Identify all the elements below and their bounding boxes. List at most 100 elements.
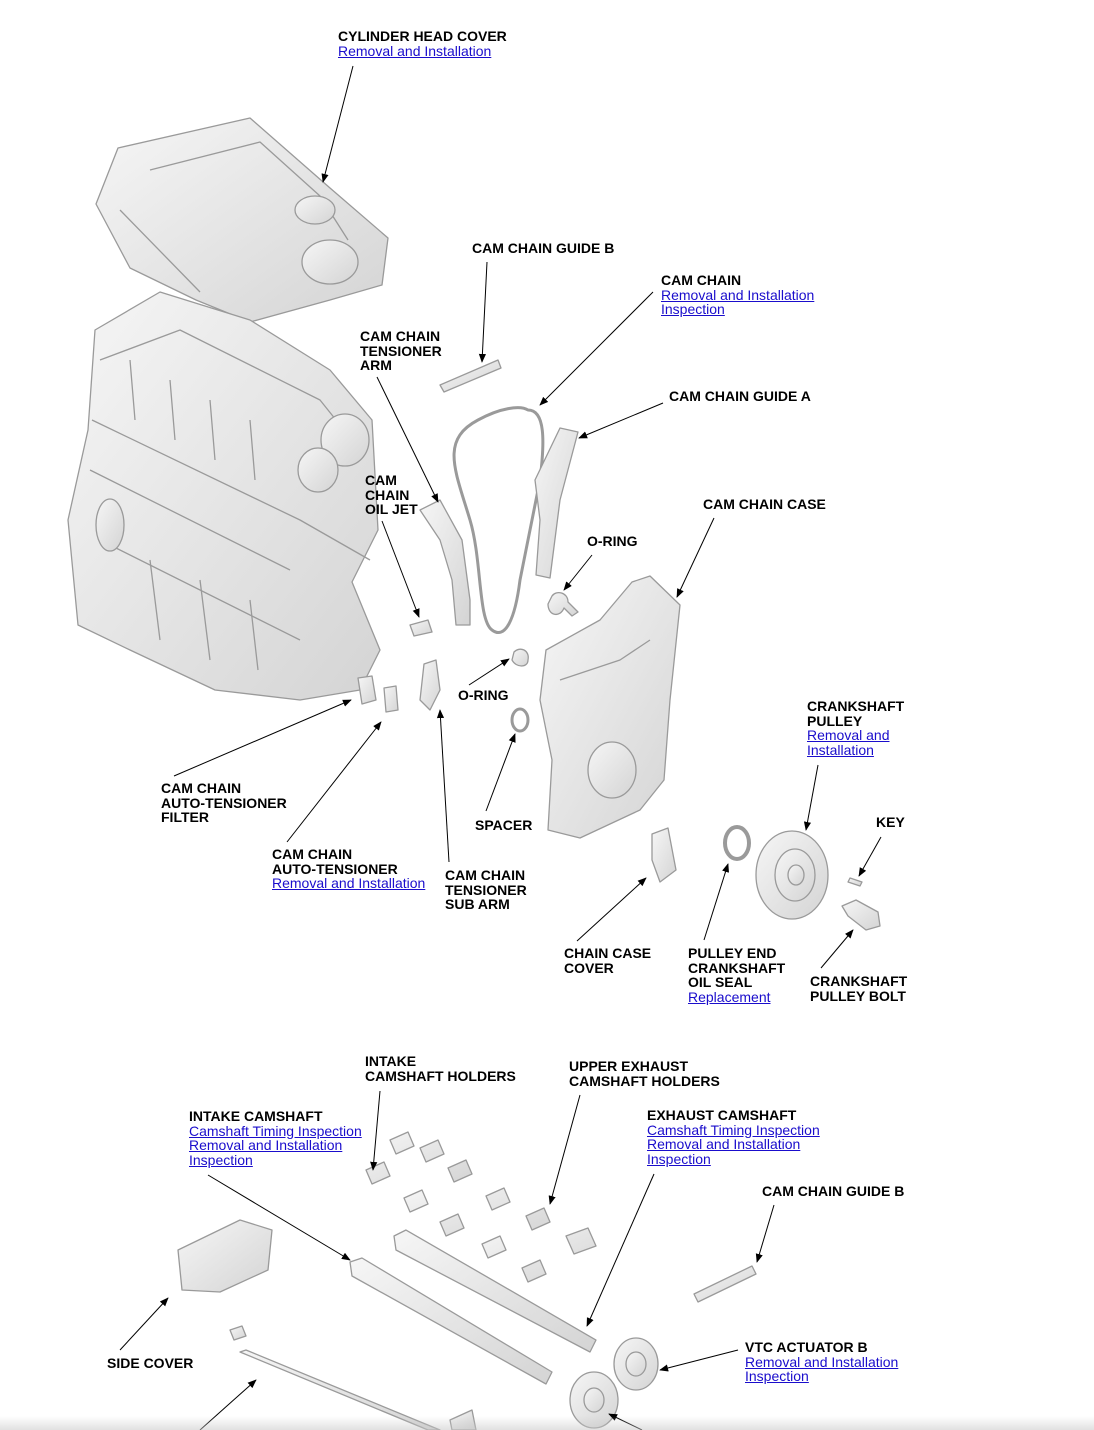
part-name: CRANKSHAFT PULLEY [807,698,905,729]
side-cover-part [177,1219,273,1293]
crankshaft-pulley-bolt-part [841,899,881,931]
part-name: CAM CHAIN AUTO-TENSIONER FILTER [161,780,287,825]
leader-o-ring-lower [468,658,510,686]
procedure-link[interactable]: Removal and Installation [647,1136,801,1152]
part-name: SPACER [475,817,533,833]
label-cam-chain-oil-jet: CAM CHAIN OIL JET [365,473,418,517]
cam-chain-oil-jet-part [409,619,433,637]
label-side-cover: SIDE COVER [107,1356,193,1371]
cam-chain-case-part [539,575,681,839]
procedure-link[interactable]: Inspection [745,1368,809,1384]
procedure-link[interactable]: Camshaft Timing Inspection [647,1121,820,1138]
key-part [847,877,863,887]
leader-auto-tensioner [286,721,382,843]
crankshaft-pulley-part [755,830,829,920]
procedure-link[interactable]: Removal and Installation [338,42,492,59]
side-cover-gasket-part [229,1325,247,1341]
label-chain-case-cover: CHAIN CASE COVER [564,946,651,975]
label-crankshaft-pulley-bolt: CRANKSHAFT PULLEY BOLT [810,974,907,1003]
label-upper-exhaust-camshaft-holders: UPPER EXHAUST CAMSHAFT HOLDERS [569,1059,720,1088]
part-name: INTAKE CAMSHAFT HOLDERS [365,1053,516,1084]
leader-cam-chain [539,291,654,406]
cam-chain-auto-tensioner-part [383,685,399,713]
leader-cylinder-head-cover [321,65,354,183]
leader-key [858,836,882,877]
leader-spacer [485,733,516,812]
leader-filter [173,699,352,777]
chain-case-cover-part [651,827,677,883]
label-intake-camshaft-holders: INTAKE CAMSHAFT HOLDERS [365,1054,516,1083]
procedure-link[interactable]: Replacement [688,988,771,1005]
part-name: UPPER EXHAUST CAMSHAFT HOLDERS [569,1058,720,1089]
part-name: CAM CHAIN [661,272,742,288]
part-name: CAM CHAIN CASE [703,496,826,512]
o-ring-lower-part [511,648,529,667]
o-ring-upper-part [547,591,579,617]
procedure-link[interactable]: Inspection [189,1151,253,1168]
procedure-link[interactable]: Installation [807,741,874,758]
part-name: SIDE COVER [107,1355,194,1371]
part-name: INTAKE CAMSHAFT [189,1108,323,1124]
leader-intake-camshaft [207,1174,351,1261]
cam-chain-auto-tensioner-filter-part [357,675,377,705]
leader-sub-arm [436,709,450,863]
cam-chain-tensioner-sub-arm-part [419,659,441,711]
procedure-link[interactable]: Removal and [807,727,890,743]
leader-crankshaft-pulley [803,764,819,831]
procedure-link[interactable]: Removal and Installation [661,286,815,303]
engine-block-part [67,291,381,701]
procedure-link[interactable]: Removal and Installation [189,1137,343,1153]
camshaft-holders-part [365,1131,597,1283]
part-name: CAM CHAIN GUIDE B [762,1183,905,1199]
cam-chain-tensioner-arm-part [419,499,471,626]
leader-pulley-bolt [820,929,854,969]
part-name: CAM CHAIN AUTO-TENSIONER [272,846,398,877]
procedure-link[interactable]: Removal and Installation [745,1353,899,1370]
part-name: CAM CHAIN GUIDE A [669,388,811,404]
leader-intake-camshaft-holders [370,1090,381,1171]
spacer-part [510,707,530,733]
procedure-link[interactable]: Camshaft Timing Inspection [189,1122,362,1139]
label-key: KEY [876,815,905,830]
part-name: PULLEY END CRANKSHAFT OIL SEAL [688,945,786,990]
part-name: CAM CHAIN TENSIONER ARM [360,328,442,373]
leader-o-ring-upper [563,554,593,591]
leader-cam-chain-tensioner-arm [376,376,439,503]
part-name: CRANKSHAFT PULLEY BOLT [810,973,908,1004]
leader-cam-chain-guide-b-bottom [755,1204,775,1263]
label-o-ring-lower: O-RING [458,688,509,703]
label-cam-chain-auto-tensioner-filter: CAM CHAIN AUTO-TENSIONER FILTER [161,781,287,825]
part-name: CHAIN CASE COVER [564,945,652,976]
label-spacer: SPACER [475,818,532,833]
bottom-edge-fade [0,1416,1094,1430]
leader-upper-exhaust-camshaft-holders [548,1094,581,1205]
part-name: O-RING [587,533,638,549]
label-o-ring-upper: O-RING [587,534,638,549]
part-name: CAM CHAIN TENSIONER SUB ARM [445,867,527,912]
cam-chain-guide-b-bottom-part [693,1265,757,1303]
part-name: EXHAUST CAMSHAFT [647,1107,797,1123]
leader-oil-seal [703,863,729,941]
leader-vtc-actuator-b [659,1349,739,1372]
label-cam-chain-guide-a: CAM CHAIN GUIDE A [669,389,811,404]
procedure-link[interactable]: Removal and Installation [272,875,426,891]
label-cam-chain-guide-b-bottom: CAM CHAIN GUIDE B [762,1184,904,1199]
vtc-actuator-b-part [613,1337,659,1391]
label-cam-chain-guide-b-top: CAM CHAIN GUIDE B [472,241,614,256]
leader-side-cover [119,1297,169,1351]
label-cam-chain-tensioner-arm: CAM CHAIN TENSIONER ARM [360,329,442,373]
procedure-link[interactable]: Inspection [661,301,725,317]
pulley-end-crankshaft-oil-seal-part [723,825,751,861]
part-name: O-RING [458,687,509,703]
exhaust-camshaft-part [393,1229,597,1353]
intake-camshaft-part [349,1257,553,1385]
procedure-link[interactable]: Inspection [647,1150,711,1167]
